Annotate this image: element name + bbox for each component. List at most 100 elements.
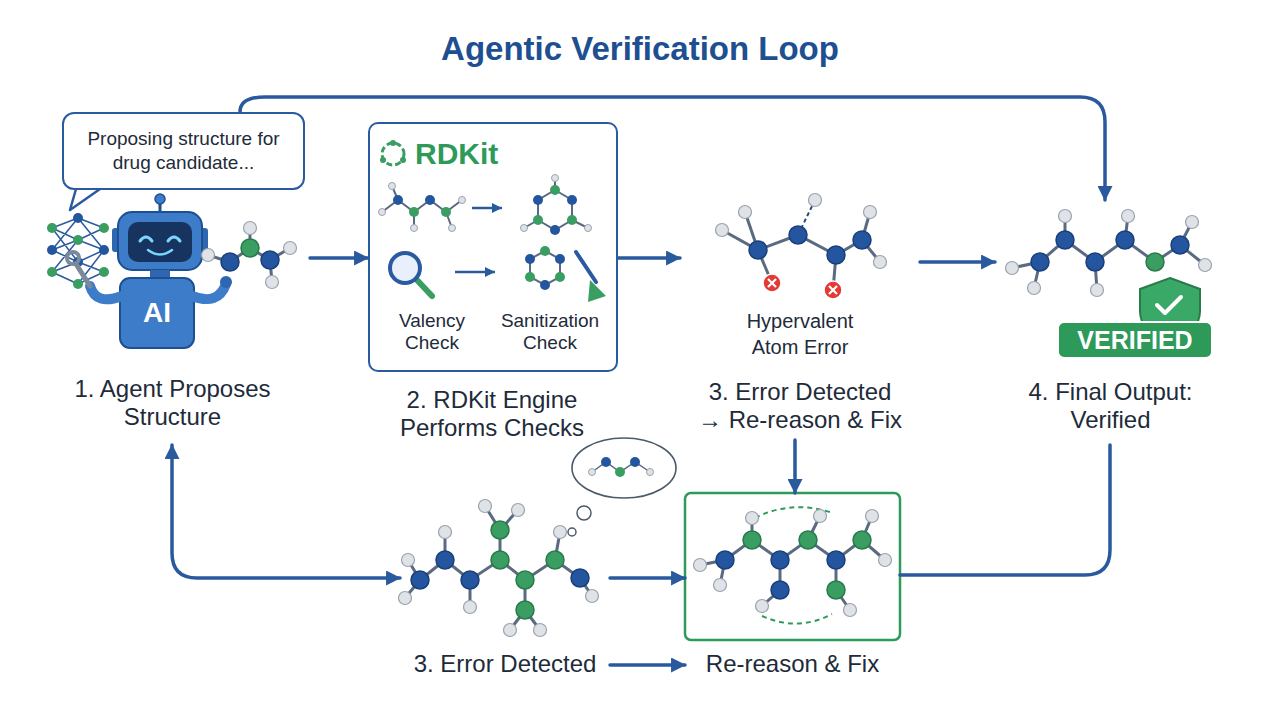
broom-molecule-icon xyxy=(530,251,560,285)
check-label: Valency Check xyxy=(378,310,486,354)
network-icon xyxy=(47,223,57,233)
badge-text: VERIFIED xyxy=(1058,322,1212,358)
flow-arrow xyxy=(172,445,400,578)
error-molecule xyxy=(809,194,822,207)
input-molecule-icon xyxy=(472,207,502,210)
input-molecule-icon xyxy=(382,186,462,228)
ring-molecule-icon xyxy=(585,225,592,232)
verified-badge xyxy=(1157,297,1181,313)
hand-molecule xyxy=(266,276,279,289)
error-molecule xyxy=(722,212,880,290)
thought-cloud xyxy=(601,457,611,467)
flow-arrow xyxy=(618,256,680,260)
verified-molecule xyxy=(1091,284,1104,297)
verified-badge xyxy=(1058,278,1212,358)
bottom-molecule xyxy=(491,521,509,539)
fixed-molecule xyxy=(827,581,845,599)
fixed-molecule xyxy=(844,604,857,617)
error-mark xyxy=(829,286,837,294)
fix-box: Re-reason & Fix xyxy=(685,493,900,683)
error-mark xyxy=(763,274,781,292)
error-mark xyxy=(763,274,842,299)
input-molecule-icon xyxy=(409,207,419,217)
verified-molecule xyxy=(1031,253,1049,271)
hand-molecule xyxy=(221,253,239,271)
broom-molecule-icon xyxy=(576,252,596,282)
robot-figure xyxy=(67,194,232,348)
ring-molecule-icon xyxy=(552,175,559,182)
hand-molecule xyxy=(244,222,257,235)
bottom-molecule xyxy=(464,601,477,614)
fixed-molecule xyxy=(694,559,707,572)
fixed-molecule xyxy=(853,531,871,549)
thought-cloud xyxy=(615,467,625,477)
bubble-tail xyxy=(70,189,100,210)
fixed-molecule xyxy=(799,531,817,549)
fixed-molecule xyxy=(756,600,769,613)
error-molecule xyxy=(789,226,807,244)
rdkit-logo xyxy=(380,157,386,163)
verified-molecule xyxy=(1122,210,1135,223)
bottom-molecule xyxy=(546,551,564,569)
ring-molecule-icon xyxy=(550,225,560,235)
network-icon xyxy=(73,279,83,289)
thought-cloud xyxy=(568,528,576,536)
bottom-molecule xyxy=(534,624,547,637)
step-label: 2. RDKit Engine Performs Checks xyxy=(382,386,602,442)
robot-figure xyxy=(76,264,90,286)
flow-arrow xyxy=(793,440,797,493)
magnifier-icon xyxy=(455,271,495,274)
fixed-molecule xyxy=(771,581,789,599)
fixed-molecule xyxy=(827,551,845,569)
robot-figure xyxy=(148,250,172,255)
ring-molecule-icon xyxy=(567,195,577,205)
network-icon xyxy=(73,213,83,223)
bottom-molecule xyxy=(436,551,454,569)
verified-molecule xyxy=(1199,259,1212,272)
engine-name: RDKit xyxy=(415,136,545,172)
ring-molecule-icon xyxy=(567,215,577,225)
ring-molecule-icon xyxy=(521,225,528,232)
input-molecule-icon xyxy=(449,225,456,232)
hand-molecule xyxy=(202,222,297,289)
fixed-molecule xyxy=(743,531,761,549)
hand-molecule xyxy=(284,242,297,255)
error-mark xyxy=(768,279,776,287)
robot-badge-text: AI xyxy=(132,297,182,329)
error-molecule xyxy=(874,256,887,269)
verified-molecule xyxy=(1086,253,1104,271)
flow-arrow xyxy=(610,576,685,580)
bubble-tail xyxy=(70,189,100,210)
verified-badge xyxy=(1058,322,1212,358)
bottom-molecule xyxy=(411,571,429,589)
fix-box-outline xyxy=(685,493,900,640)
step-label: 3. Error Detected xyxy=(400,650,610,678)
verified-molecule xyxy=(1006,262,1019,275)
fixed-molecule xyxy=(746,512,759,525)
error-molecule xyxy=(827,246,845,264)
bottom-molecule xyxy=(399,500,599,637)
hand-molecule xyxy=(261,251,279,269)
robot-figure xyxy=(118,212,202,270)
error-molecule xyxy=(716,194,887,291)
ring-molecule-icon xyxy=(524,178,588,230)
hand-molecule xyxy=(208,228,290,282)
thought-cloud xyxy=(568,438,676,536)
broom-molecule-icon xyxy=(555,272,565,282)
fixed-molecule xyxy=(814,510,827,523)
fixed-molecule xyxy=(700,516,885,610)
error-molecule xyxy=(749,241,767,259)
broom-molecule-icon xyxy=(540,246,550,256)
ring-molecule-icon xyxy=(521,175,592,236)
robot-figure xyxy=(140,237,180,241)
flow-arrow xyxy=(310,256,368,260)
rdkit-engine-box: RDKitValency CheckSanitization Check2. R… xyxy=(368,122,618,372)
verified-molecule xyxy=(1059,210,1072,223)
fixed-molecule xyxy=(716,551,734,569)
input-molecule-icon xyxy=(379,209,386,216)
network-icon xyxy=(47,245,57,255)
error-molecule xyxy=(739,206,752,219)
thought-cloud xyxy=(572,438,676,498)
robot-figure xyxy=(220,276,232,288)
